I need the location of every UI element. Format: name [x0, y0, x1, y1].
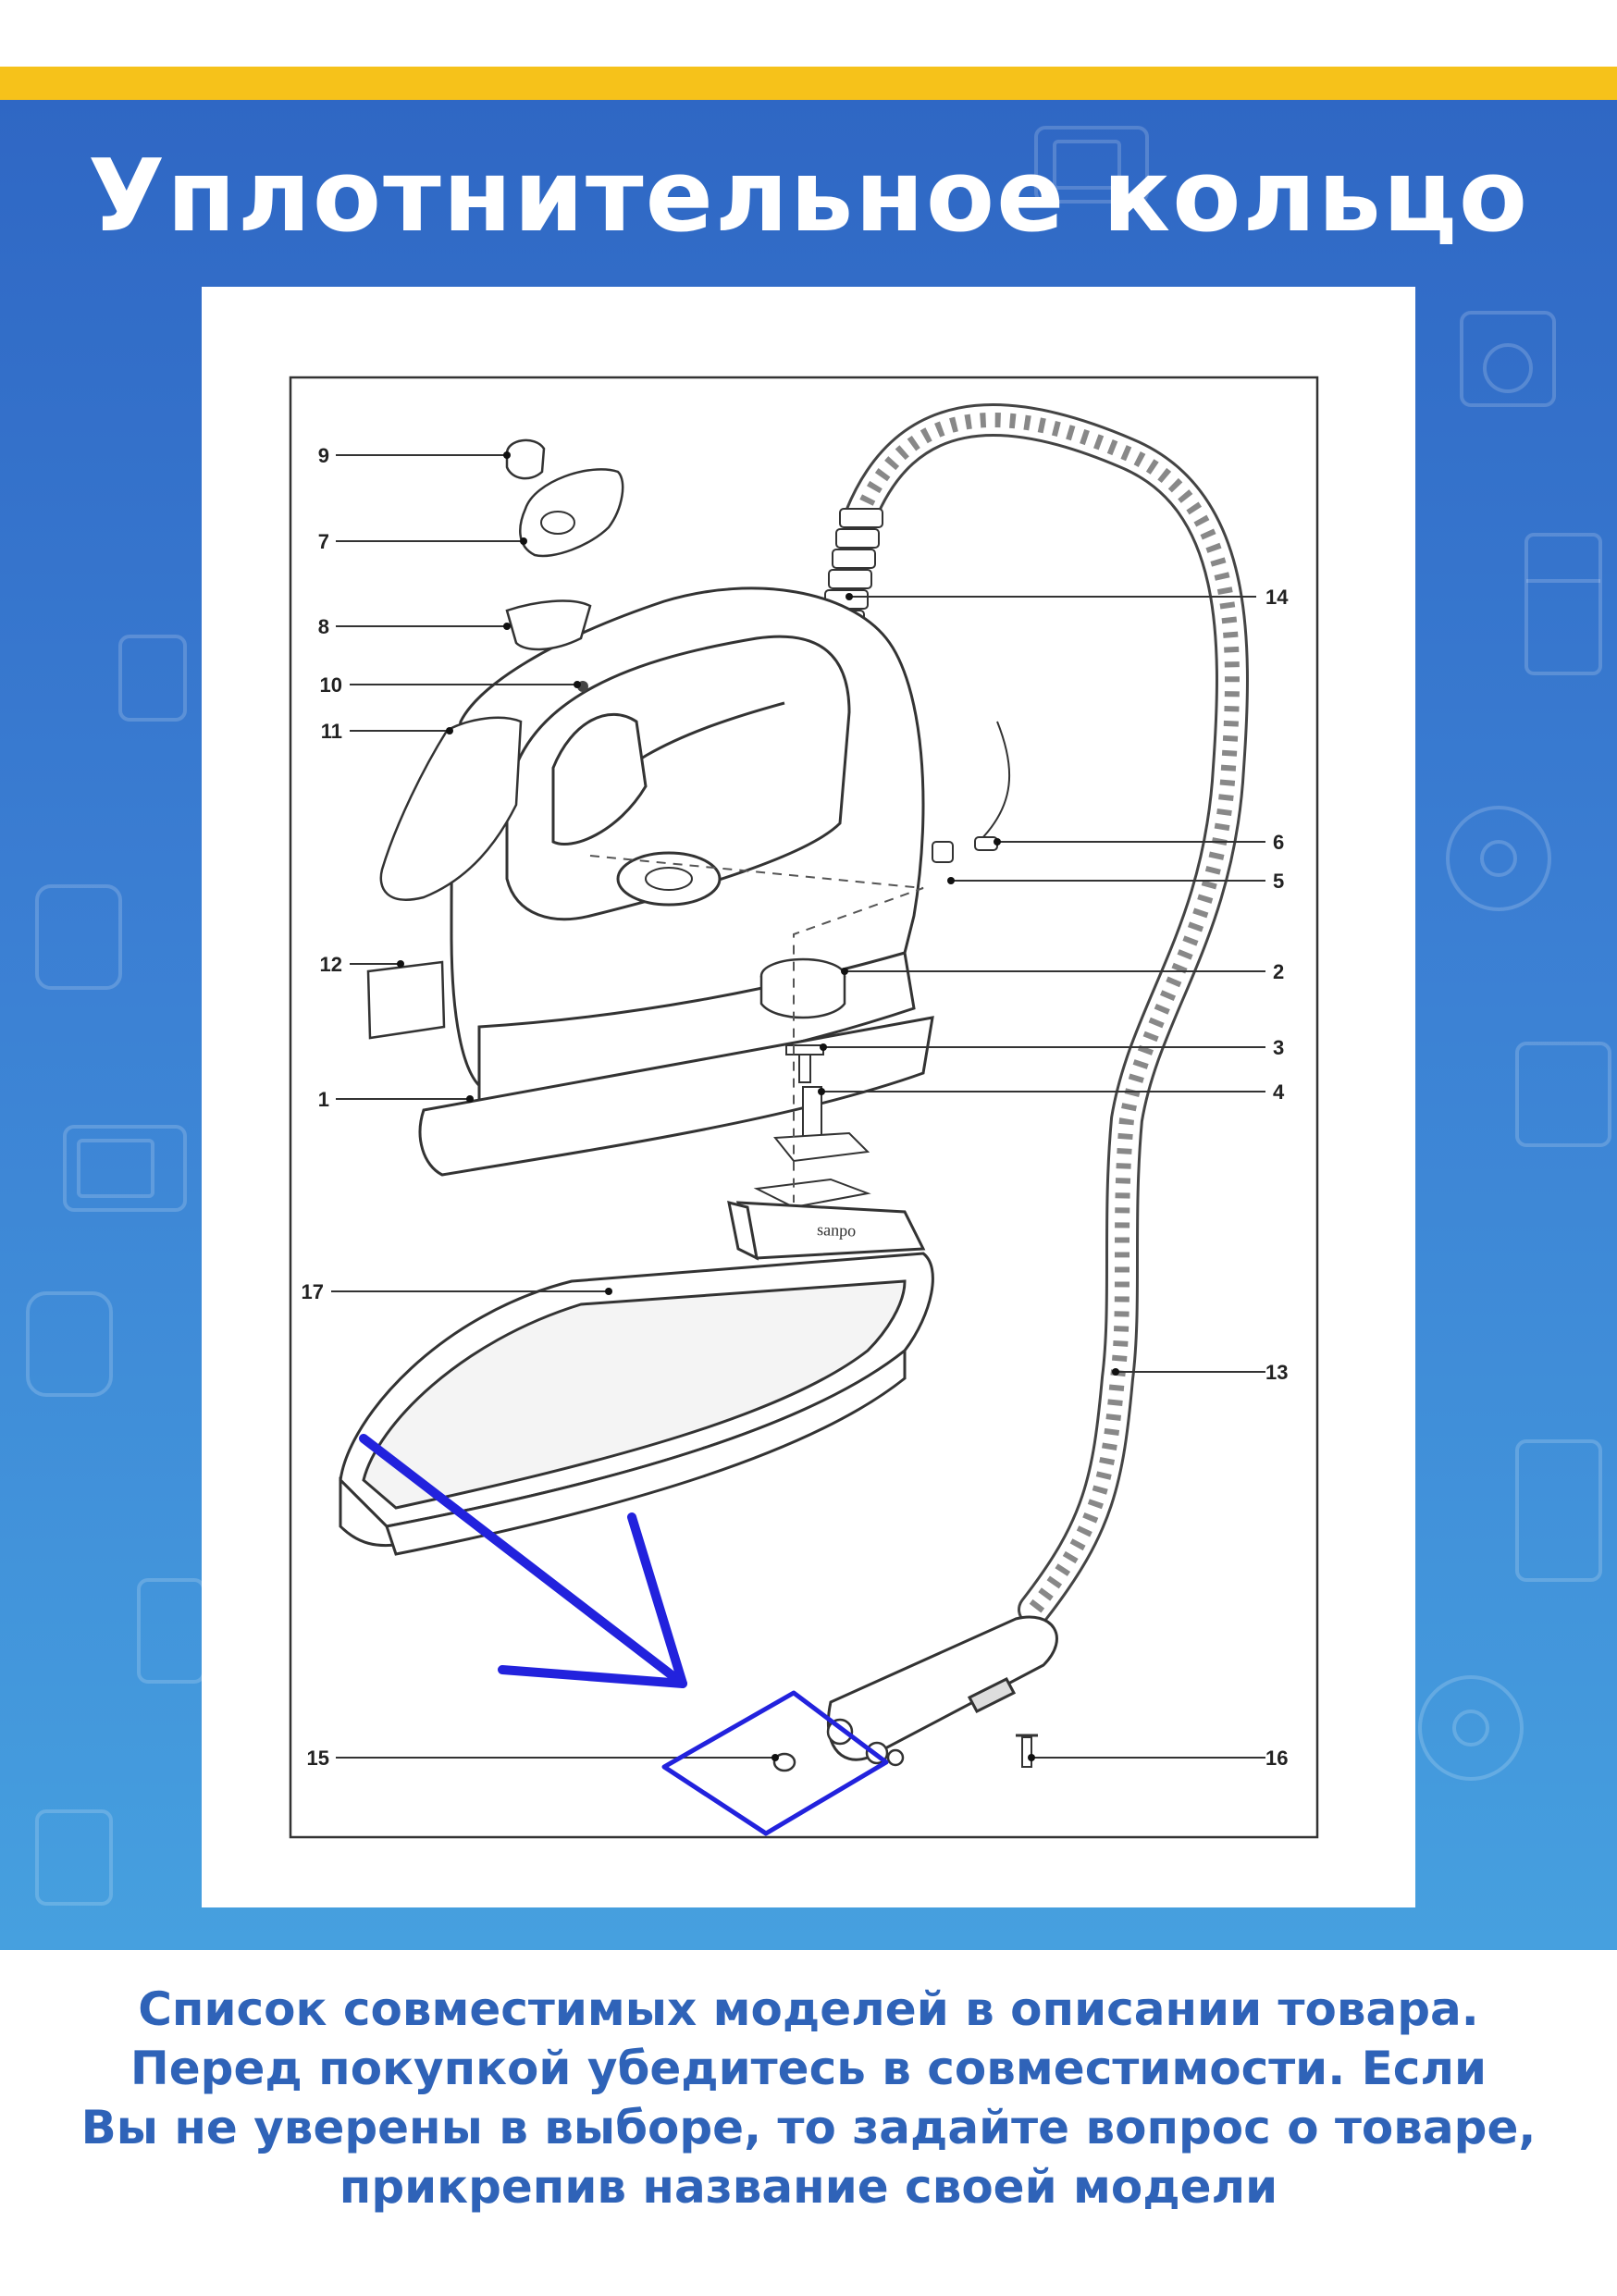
part-label: 16: [1265, 1747, 1288, 1770]
part-label: 12: [320, 953, 342, 976]
part-5-connector: [932, 841, 954, 863]
part-label: 1: [318, 1088, 329, 1111]
part-label: 17: [302, 1280, 324, 1303]
cord-base-connector: [826, 1615, 1058, 1761]
stand-brand-mark: sanpo: [817, 1220, 857, 1240]
power-cord: [844, 403, 1249, 1626]
leader-dots: [397, 451, 1119, 1761]
part-label: 6: [1273, 831, 1284, 854]
highlight-marker: [359, 1434, 889, 1836]
part-label: 11: [321, 720, 342, 743]
part-label: 15: [307, 1747, 329, 1770]
top-strip: [0, 0, 1617, 67]
diagram-frame: [289, 376, 1319, 1839]
part-label: 9: [318, 444, 329, 467]
part-3-spindle: [785, 1044, 824, 1055]
part-11-panel: [379, 716, 523, 901]
page-title: Уплотнительное кольцо: [87, 139, 1530, 254]
footer-line: Перед покупкой убедитесь в совместимости…: [130, 2042, 1487, 2095]
footer-note: Список совместимых моделей в описании то…: [0, 1980, 1617, 2216]
footer-line: Вы не уверены в выборе, то задайте вопро…: [80, 2101, 1537, 2154]
background-appliance-icons: [26, 126, 1611, 1906]
part-label: 14: [1265, 586, 1289, 609]
part-8-trim: [505, 599, 592, 651]
part-16-screw: [1021, 1736, 1032, 1768]
part-label: 4: [1273, 1080, 1285, 1104]
highlight-box: [661, 1690, 889, 1836]
part-17-iron-stand: [339, 1200, 934, 1556]
part-label: 10: [320, 673, 342, 697]
highlight-arrow-shaft: [359, 1434, 687, 1688]
part-label: 5: [1273, 870, 1284, 893]
part-6-connector: [974, 836, 998, 851]
part-7-cover: [519, 468, 624, 558]
highlight-arrow-head: [498, 1512, 687, 1688]
diagram-card: sanpo: [202, 287, 1415, 1907]
part-label: 7: [318, 530, 329, 553]
yellow-accent-bar: [0, 67, 1617, 100]
footer-line: прикрепив название своей модели: [339, 2160, 1278, 2214]
part-12-plate: [366, 960, 446, 1040]
iron-control-buttons: [551, 712, 648, 846]
part-9-knob: [505, 438, 546, 480]
part-label: 3: [1273, 1036, 1284, 1059]
footer-line: Список совместимых моделей в описании то…: [138, 1982, 1479, 2036]
part-label: 8: [318, 615, 329, 638]
part-label: 2: [1273, 960, 1284, 983]
leader-lines: [331, 454, 1265, 1759]
part-15-sealing-ring: [772, 1752, 796, 1772]
iron-exploded-diagram: sanpo: [289, 376, 1319, 1839]
part-label: 13: [1265, 1361, 1288, 1384]
